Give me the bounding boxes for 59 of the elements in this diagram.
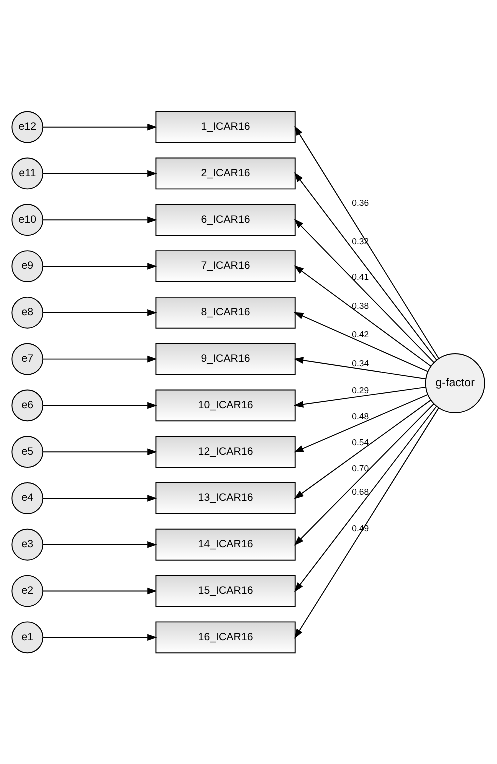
node-circle: e12 [12, 110, 44, 143]
arrow [42, 216, 158, 223]
edge-label: 0.41 [352, 272, 370, 282]
node-circle: e4 [12, 482, 44, 514]
node-circle: e11 [12, 157, 44, 190]
arrow [42, 494, 158, 502]
node-circle: e3 [12, 528, 44, 560]
edge-label: 0.48 [352, 410, 370, 421]
arrow [42, 448, 158, 455]
node-circle: e10 [12, 204, 44, 236]
arrow [42, 587, 158, 594]
arrow [294, 386, 426, 408]
node-box: 12_ICAR16 [156, 436, 296, 468]
node-box: 1_ICAR16 [156, 110, 296, 143]
arrow [42, 541, 158, 548]
arrow [42, 402, 158, 409]
arrow [294, 172, 438, 360]
node-box: 7_ICAR16 [156, 250, 296, 282]
node-circle: e6 [12, 389, 44, 422]
arrow [294, 406, 438, 592]
edge-label: 0.54 [352, 437, 370, 448]
arrow [294, 394, 429, 452]
arrow [42, 170, 158, 177]
node-circle: e7 [12, 342, 44, 375]
edge-label: 0.34 [352, 358, 370, 368]
node-box: 15_ICAR16 [156, 574, 296, 607]
arrow [294, 312, 429, 372]
node-box: 10_ICAR16 [156, 389, 296, 422]
arrow [294, 356, 426, 380]
edge-label: 0.68 [352, 486, 370, 496]
edge-label: 0.29 [352, 384, 370, 395]
arrow [294, 265, 432, 366]
arrow [294, 399, 432, 499]
arrow [294, 218, 435, 363]
node-circle: e9 [12, 250, 44, 282]
arrow [42, 262, 158, 270]
node-box: 13_ICAR16 [156, 482, 296, 514]
edge-label: 0.36 [352, 197, 370, 208]
node-circle: e8 [12, 296, 44, 328]
arrow [294, 407, 440, 638]
edge-label: 0.42 [352, 328, 370, 339]
node-circle: e1 [12, 621, 44, 654]
node-circle: e2 [12, 574, 44, 607]
edge-label: 0.70 [352, 463, 370, 474]
node-box: 14_ICAR16 [156, 528, 296, 560]
node-box: 2_ICAR16 [156, 157, 296, 190]
arrow [294, 126, 440, 358]
arrow [294, 403, 434, 546]
node-circle: g-factor [425, 353, 486, 413]
node-box: 8_ICAR16 [156, 296, 296, 328]
arrow [42, 355, 158, 362]
node-box: 16_ICAR16 [156, 621, 296, 654]
node-circle: e5 [12, 436, 44, 468]
node-box: 9_ICAR16 [156, 342, 296, 375]
node-box: 6_ICAR16 [156, 204, 296, 236]
edge-label: 0.38 [352, 300, 370, 311]
arrow [42, 634, 158, 641]
arrow [42, 309, 158, 316]
arrow [42, 123, 158, 130]
